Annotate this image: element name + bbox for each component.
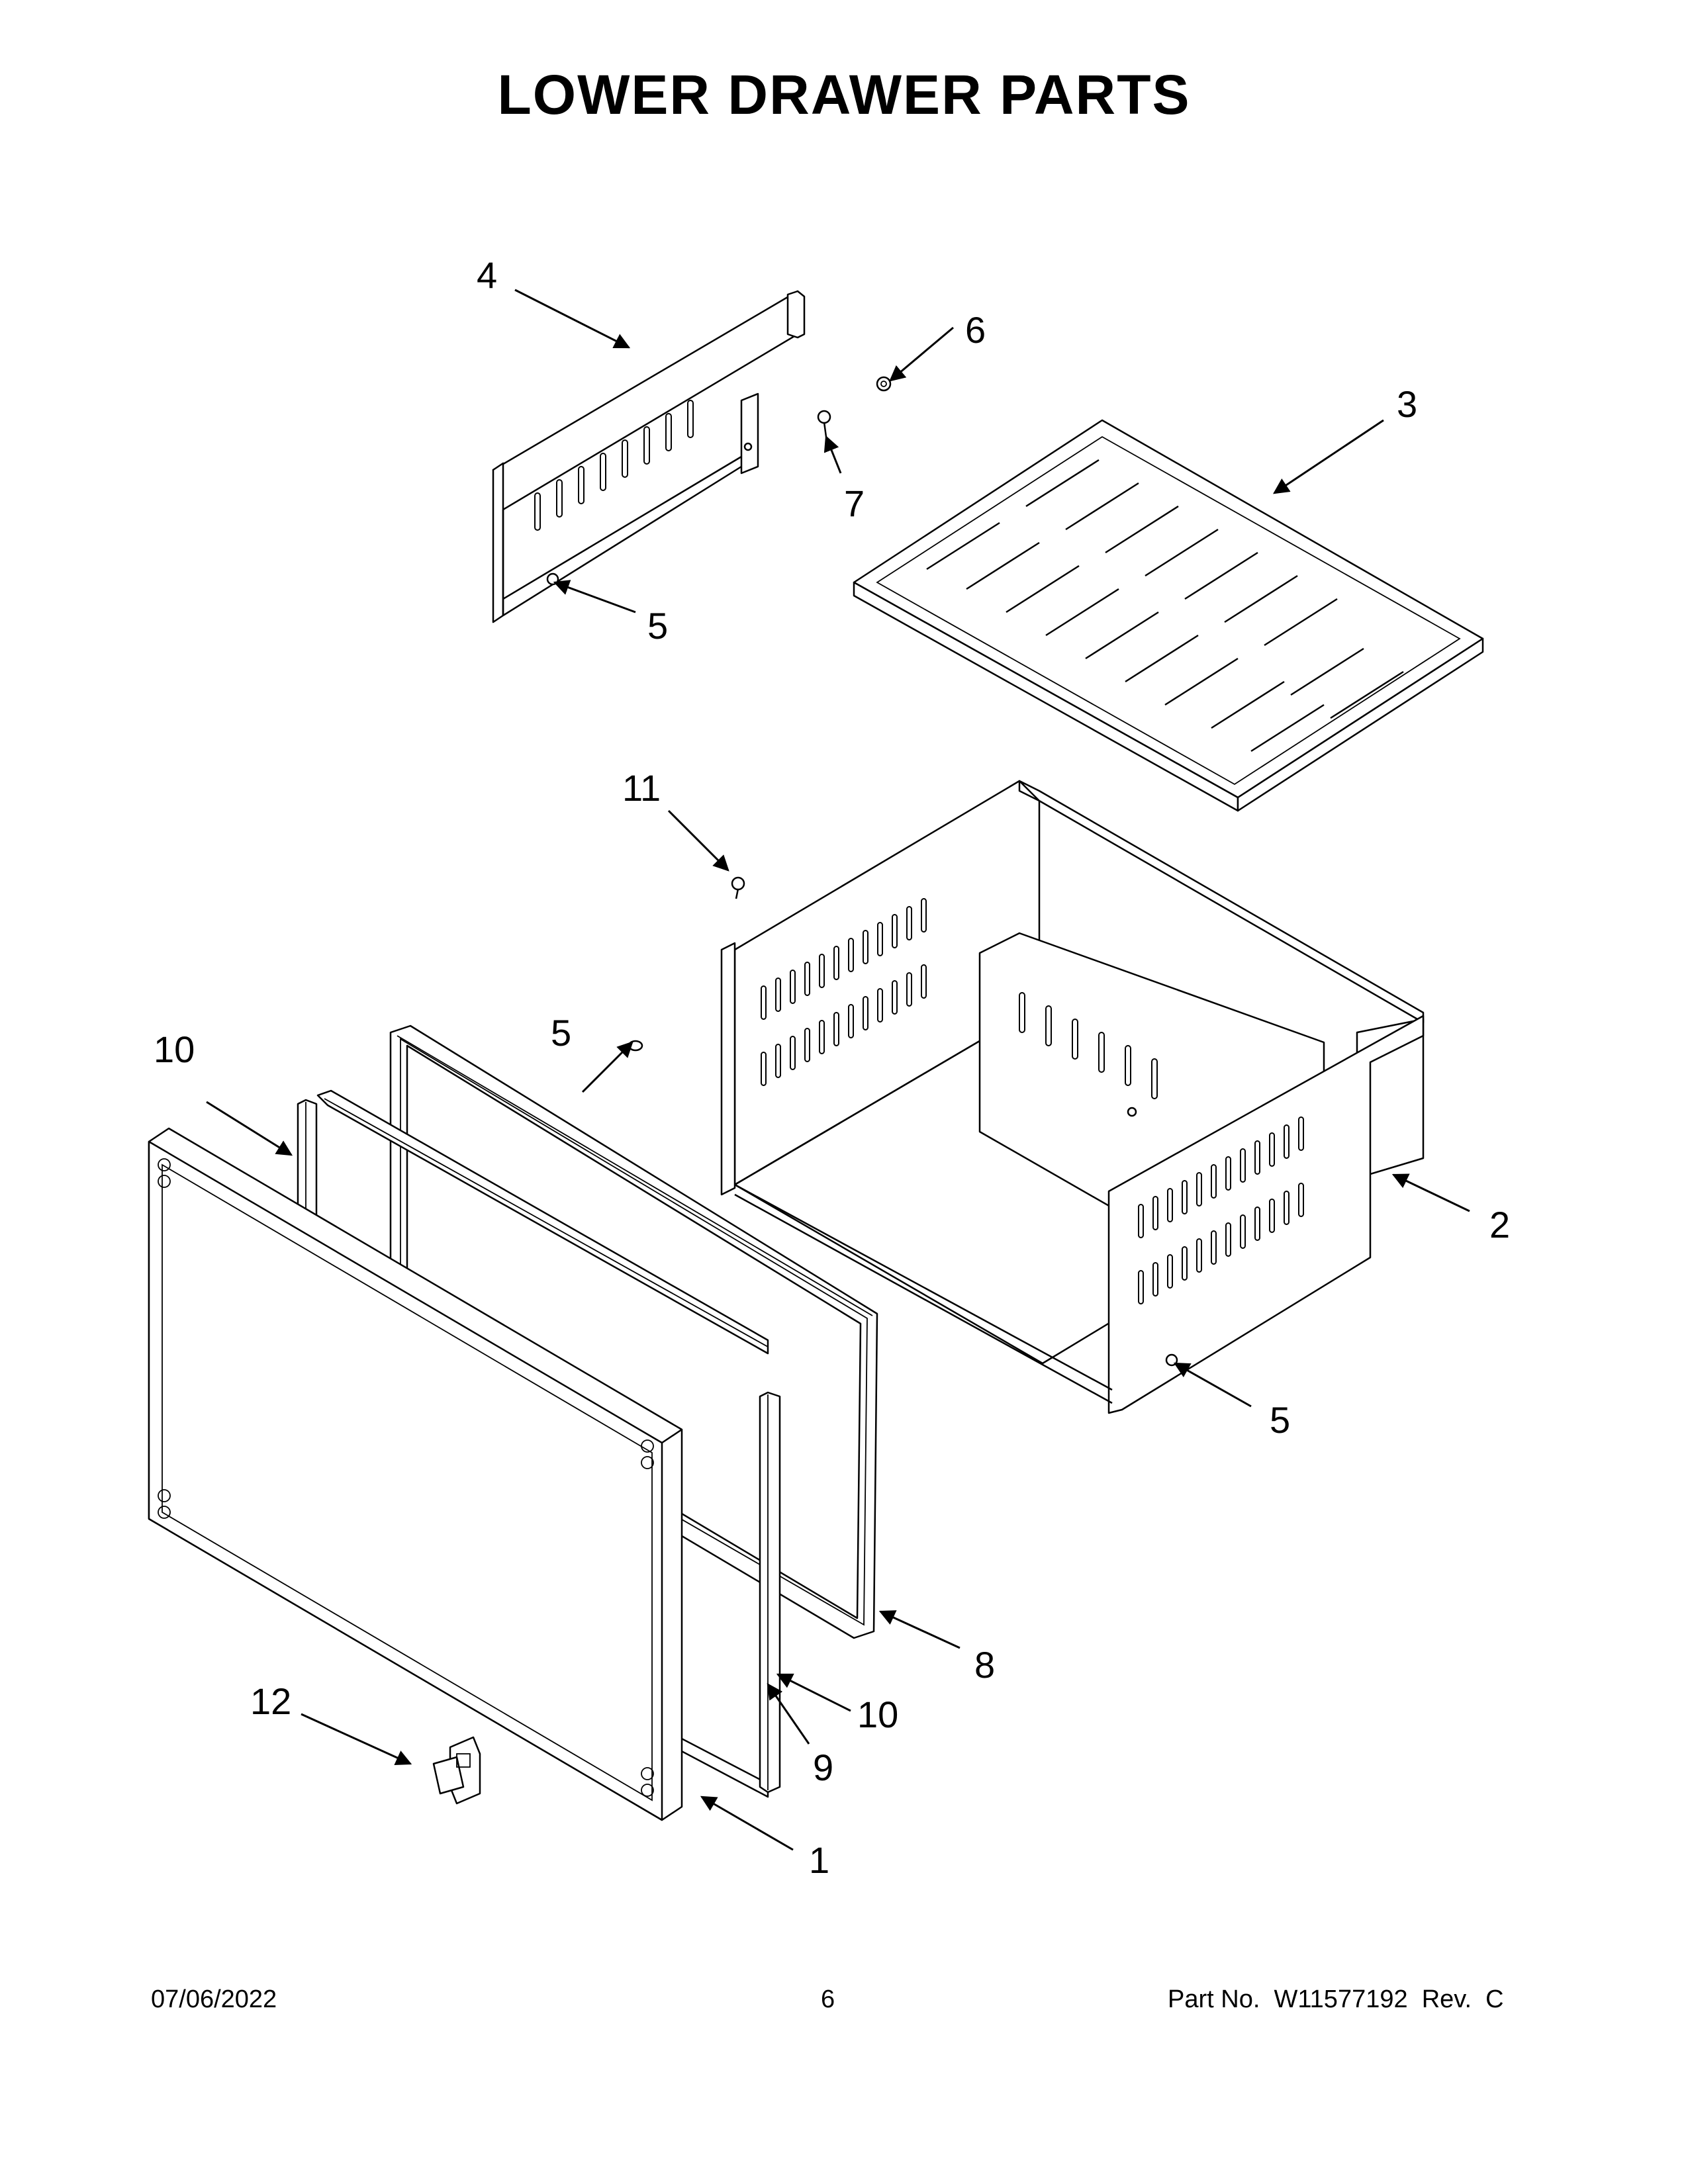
part-2-drawer-basket: [720, 780, 1425, 1414]
footer-part-number: Part No. W11577192 Rev. C: [1168, 1985, 1504, 2013]
callout-2: 2: [1489, 1204, 1510, 1246]
callout-6: 6: [965, 309, 986, 351]
page-title: LOWER DRAWER PARTS: [497, 64, 1191, 126]
callout-5-bracket: 5: [647, 605, 668, 647]
callout-5-middle: 5: [551, 1012, 571, 1054]
part-2-front-slots: [1138, 1116, 1304, 1304]
callout-leaders: [206, 289, 1470, 1851]
part-12-clip: [432, 1736, 481, 1805]
part-4-rear-bracket: [492, 290, 806, 623]
part-8-gasket: [389, 1024, 878, 1639]
part-2-divider-slots: [1019, 992, 1158, 1099]
part-11-screw: [731, 876, 745, 899]
part-10-right-strip: [759, 1391, 781, 1794]
callout-3: 3: [1397, 383, 1417, 425]
footer-page-number: 6: [821, 1985, 835, 2013]
callout-labels: 1 2 3 4 5 5 5 6 7 8 9 10 10 11 12: [154, 254, 1510, 1881]
callout-10-left: 10: [154, 1028, 195, 1070]
callout-4: 4: [477, 254, 497, 296]
part-4-slots: [534, 400, 694, 531]
callout-7: 7: [844, 482, 865, 524]
callout-8: 8: [974, 1644, 995, 1686]
part-3-tray: [853, 419, 1484, 812]
part-2-left-slots: [761, 898, 927, 1086]
footer-date: 07/06/2022: [151, 1985, 277, 2013]
callout-5-basket: 5: [1270, 1399, 1290, 1441]
callout-11: 11: [622, 767, 661, 809]
part-1-door-panel: [148, 1127, 683, 1821]
part-3-tray-slots: [926, 459, 1404, 752]
part-7-screw: [817, 410, 831, 437]
callout-10-right: 10: [857, 1694, 898, 1735]
callout-9: 9: [813, 1747, 833, 1788]
callout-12: 12: [250, 1680, 291, 1722]
callout-1: 1: [809, 1839, 829, 1881]
part-6-nut: [876, 376, 892, 392]
